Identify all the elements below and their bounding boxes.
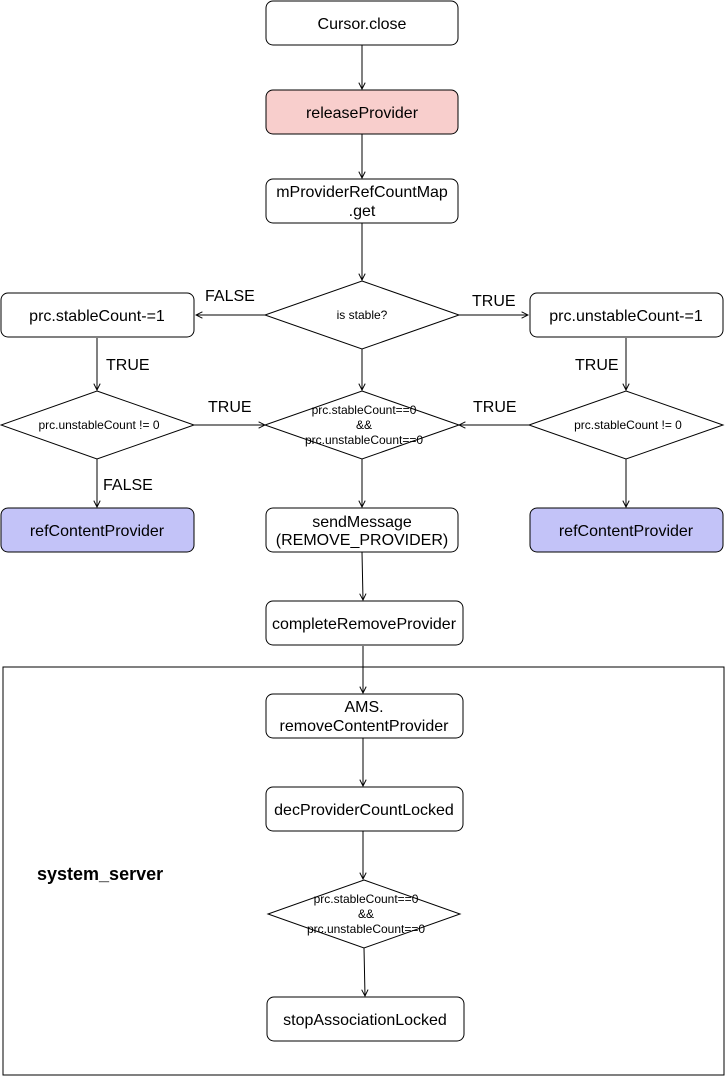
node-send-message-line2: (REMOVE_PROVIDER)	[276, 532, 448, 549]
decision-is-stable-label: is stable?	[337, 308, 388, 322]
decision-unstable-check: prc.unstableCount != 0	[0, 390, 196, 460]
node-ref-provider-left-label: refContentProvider	[30, 523, 165, 540]
edge-serverzero-to-stop	[364, 947, 365, 996]
node-send-message-line1: sendMessage	[312, 514, 412, 531]
node-stop-association-label: stopAssociationLocked	[283, 1012, 447, 1029]
label-false-left-down: FALSE	[103, 477, 153, 494]
decision-both-zero: prc.stableCount==0 && prc.unstableCount=…	[263, 390, 461, 460]
decision-unstable-check-label: prc.unstableCount != 0	[38, 418, 159, 432]
node-ams-remove: AMS. removeContentProvider	[265, 693, 464, 739]
node-ref-provider-left: refContentProvider	[0, 507, 195, 553]
node-ams-remove-line1: AMS.	[344, 699, 383, 716]
node-stable-dec: prc.stableCount-=1	[0, 292, 195, 338]
edge-send-to-complete	[362, 551, 363, 600]
system-server-label: system_server	[37, 864, 163, 884]
decision-both-zero-line1: prc.stableCount==0	[312, 403, 417, 417]
decision-stable-check: prc.stableCount != 0	[527, 390, 725, 460]
node-release-provider-label: releaseProvider	[306, 105, 419, 122]
node-map-get: mProviderRefCountMap .get	[265, 178, 459, 224]
node-cursor-close: Cursor.close	[265, 0, 459, 46]
node-complete-remove: completeRemoveProvider	[265, 600, 464, 646]
node-release-provider: releaseProvider	[265, 89, 459, 135]
edges	[97, 45, 626, 996]
decision-stable-check-label: prc.stableCount != 0	[574, 418, 682, 432]
node-ams-remove-line2: removeContentProvider	[280, 718, 450, 735]
node-unstable-dec-label: prc.unstableCount-=1	[549, 308, 703, 325]
decision-server-both-zero-line3: prc.unstableCount==0	[307, 922, 425, 936]
edge-labels: FALSE TRUE TRUE TRUE TRUE TRUE FALSE	[103, 288, 619, 494]
node-unstable-dec: prc.unstableCount-=1	[529, 292, 724, 338]
node-dec-provider-count-label: decProviderCountLocked	[274, 802, 454, 819]
node-complete-remove-label: completeRemoveProvider	[272, 616, 457, 633]
label-true-right-center: TRUE	[473, 399, 517, 416]
label-false-stable: FALSE	[205, 288, 255, 305]
node-cursor-close-label: Cursor.close	[318, 16, 407, 33]
node-send-message: sendMessage (REMOVE_PROVIDER)	[265, 507, 459, 553]
node-map-get-line1: mProviderRefCountMap	[276, 184, 448, 201]
decision-server-both-zero-line2: &&	[358, 907, 374, 921]
node-map-get-line2: .get	[349, 203, 376, 220]
label-true-unstable: TRUE	[472, 293, 516, 310]
node-ref-provider-right-label: refContentProvider	[559, 523, 694, 540]
decision-server-both-zero: prc.stableCount==0 && prc.unstableCount=…	[266, 879, 462, 949]
node-stable-dec-label: prc.stableCount-=1	[29, 308, 165, 325]
decision-server-both-zero-line1: prc.stableCount==0	[314, 892, 419, 906]
node-ref-provider-right: refContentProvider	[529, 507, 724, 553]
label-true-right-down: TRUE	[575, 357, 619, 374]
decision-is-stable: is stable?	[263, 280, 461, 350]
label-true-left-down: TRUE	[106, 357, 150, 374]
label-true-left-center: TRUE	[208, 399, 252, 416]
node-stop-association: stopAssociationLocked	[266, 996, 465, 1042]
decision-both-zero-line3: prc.unstableCount==0	[305, 433, 423, 447]
decision-both-zero-line2: &&	[356, 418, 372, 432]
node-dec-provider-count: decProviderCountLocked	[265, 786, 464, 832]
